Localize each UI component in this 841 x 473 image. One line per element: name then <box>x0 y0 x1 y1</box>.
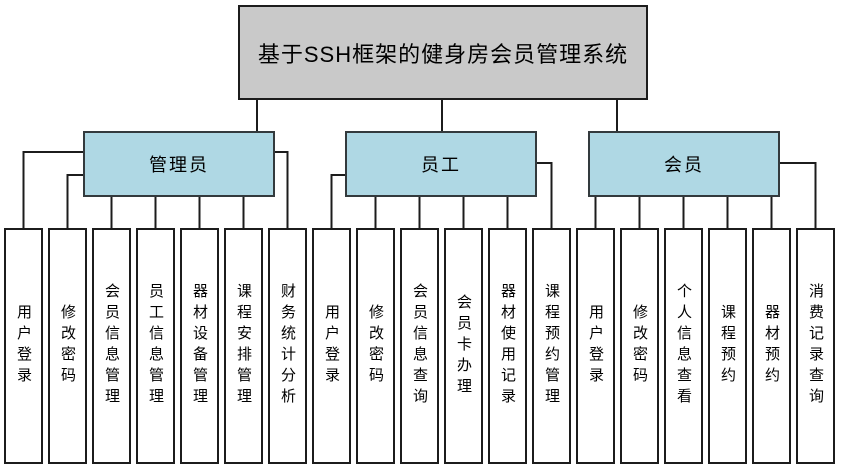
leaf-admin-equipment-mgmt: 器材设备管理 <box>180 228 219 464</box>
connector-member-leaf-6 <box>780 162 817 228</box>
leaf-label: 用户登录 <box>15 304 32 388</box>
leaf-admin-change-password: 修改密码 <box>48 228 87 464</box>
leaf-staff-member-info-query: 会员信息查询 <box>400 228 439 464</box>
leaf-admin-finance-analysis: 财务统计分析 <box>268 228 307 464</box>
leaf-admin-staff-info-mgmt: 员工信息管理 <box>136 228 175 464</box>
leaf-staff-user-login: 用户登录 <box>312 228 351 464</box>
leaf-label: 会员卡办理 <box>455 293 472 399</box>
leaf-member-equipment-booking: 器材预约 <box>752 228 791 464</box>
leaf-member-personal-info-view: 个人信息查看 <box>664 228 703 464</box>
connector-admin-leaf-7 <box>275 151 289 228</box>
leaf-label: 修改密码 <box>59 304 76 388</box>
branch-node-member: 会员 <box>588 131 780 197</box>
leaf-label: 用户登录 <box>587 304 604 388</box>
leaf-member-course-booking: 课程预约 <box>708 228 747 464</box>
root-node: 基于SSH框架的健身房会员管理系统 <box>238 5 648 100</box>
leaf-staff-member-card: 会员卡办理 <box>444 228 483 464</box>
leaf-admin-user-login: 用户登录 <box>4 228 43 464</box>
connector-staff-leaf-6 <box>537 162 553 228</box>
branch-staff-label: 员工 <box>421 155 461 175</box>
leaf-staff-change-password: 修改密码 <box>356 228 395 464</box>
leaf-label: 修改密码 <box>631 304 648 388</box>
leaf-label: 会员信息管理 <box>103 283 120 409</box>
leaf-staff-equipment-usage-record: 器材使用记录 <box>488 228 527 464</box>
connector-staff-leaf-1 <box>330 174 345 228</box>
leaf-label: 员工信息管理 <box>147 283 164 409</box>
connector-admin-leaf-2 <box>66 174 83 228</box>
leaf-label: 修改密码 <box>367 304 384 388</box>
leaf-label: 器材使用记录 <box>499 283 516 409</box>
branch-node-staff: 员工 <box>345 131 537 197</box>
leaf-admin-member-info-mgmt: 会员信息管理 <box>92 228 131 464</box>
leaf-label: 消费记录查询 <box>807 283 824 409</box>
branch-admin-label: 管理员 <box>149 155 209 175</box>
root-node-label: 基于SSH框架的健身房会员管理系统 <box>257 41 629 67</box>
leaf-member-user-login: 用户登录 <box>576 228 615 464</box>
leaf-member-consumption-record-query: 消费记录查询 <box>796 228 835 464</box>
branch-node-admin: 管理员 <box>83 131 275 197</box>
leaf-label: 课程安排管理 <box>235 283 252 409</box>
leaf-label: 用户登录 <box>323 304 340 388</box>
leaf-label: 器材设备管理 <box>191 283 208 409</box>
leaf-label: 器材预约 <box>763 304 780 388</box>
leaf-label: 财务统计分析 <box>279 283 296 409</box>
leaf-member-change-password: 修改密码 <box>620 228 659 464</box>
leaf-label: 个人信息查看 <box>675 283 692 409</box>
leaf-label: 课程预约 <box>719 304 736 388</box>
branch-member-label: 会员 <box>664 155 704 175</box>
leaf-label: 课程预约管理 <box>543 283 560 409</box>
leaf-admin-course-schedule-mgmt: 课程安排管理 <box>224 228 263 464</box>
connector-admin-leaf-1 <box>22 151 83 228</box>
leaf-staff-course-booking-mgmt: 课程预约管理 <box>532 228 571 464</box>
leaf-label: 会员信息查询 <box>411 283 428 409</box>
